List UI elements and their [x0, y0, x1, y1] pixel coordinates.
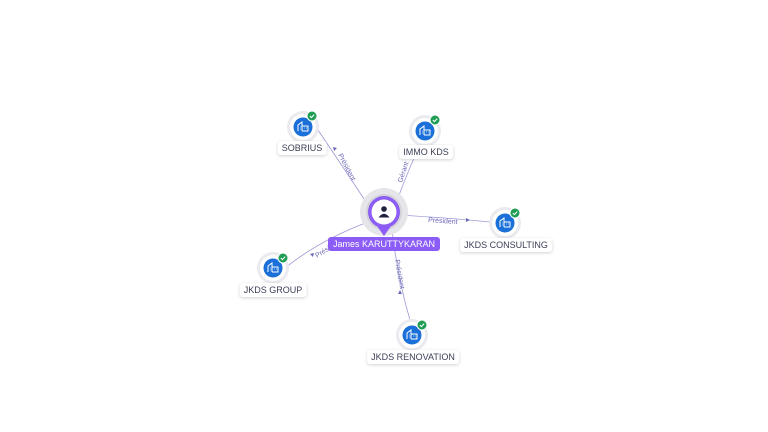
company-label-jkds-group[interactable]: JKDS GROUP — [239, 283, 307, 297]
building-icon — [267, 262, 279, 273]
company-node-jkds-group[interactable] — [257, 252, 289, 284]
verified-check-icon — [306, 110, 318, 122]
company-node-immo-kds[interactable] — [409, 114, 441, 147]
edge-label-jkds-consulting: Président — [428, 217, 458, 226]
building-icon — [406, 329, 418, 340]
edge-label-jkds-renovation: Président — [393, 259, 405, 289]
company-label-sobrius[interactable]: SOBRIUS — [277, 141, 327, 155]
building-icon — [297, 121, 309, 132]
center-node-label[interactable]: James KARUTTYKARAN — [327, 237, 441, 251]
company-label-jkds-consulting[interactable]: JKDS CONSULTING — [460, 238, 552, 252]
person-icon — [378, 206, 390, 218]
company-label-jkds-renovation[interactable]: JKDS RENOVATION — [367, 350, 459, 364]
verified-check-icon — [277, 252, 289, 264]
company-node-jkds-renovation[interactable] — [396, 319, 428, 351]
arrow-icon — [310, 253, 314, 257]
arrow-icon — [333, 147, 337, 151]
verified-check-icon — [509, 207, 521, 219]
verified-check-icon — [416, 319, 428, 331]
edge-label-immo-kds: Gérant — [397, 161, 410, 184]
edge-jkds-consulting — [397, 214, 491, 223]
company-label-immo-kds[interactable]: IMMO KDS — [399, 145, 453, 159]
company-node-jkds-consulting[interactable] — [489, 207, 521, 239]
arrow-icon — [466, 218, 470, 222]
company-node-sobrius[interactable] — [287, 110, 319, 143]
building-icon — [419, 125, 431, 136]
arrow-icon — [398, 290, 402, 294]
edge-jkds-group — [284, 221, 369, 269]
center-node[interactable] — [360, 188, 408, 236]
building-icon — [499, 217, 511, 228]
edge-label-sobrius: Président — [336, 153, 356, 182]
verified-check-icon — [429, 114, 441, 126]
